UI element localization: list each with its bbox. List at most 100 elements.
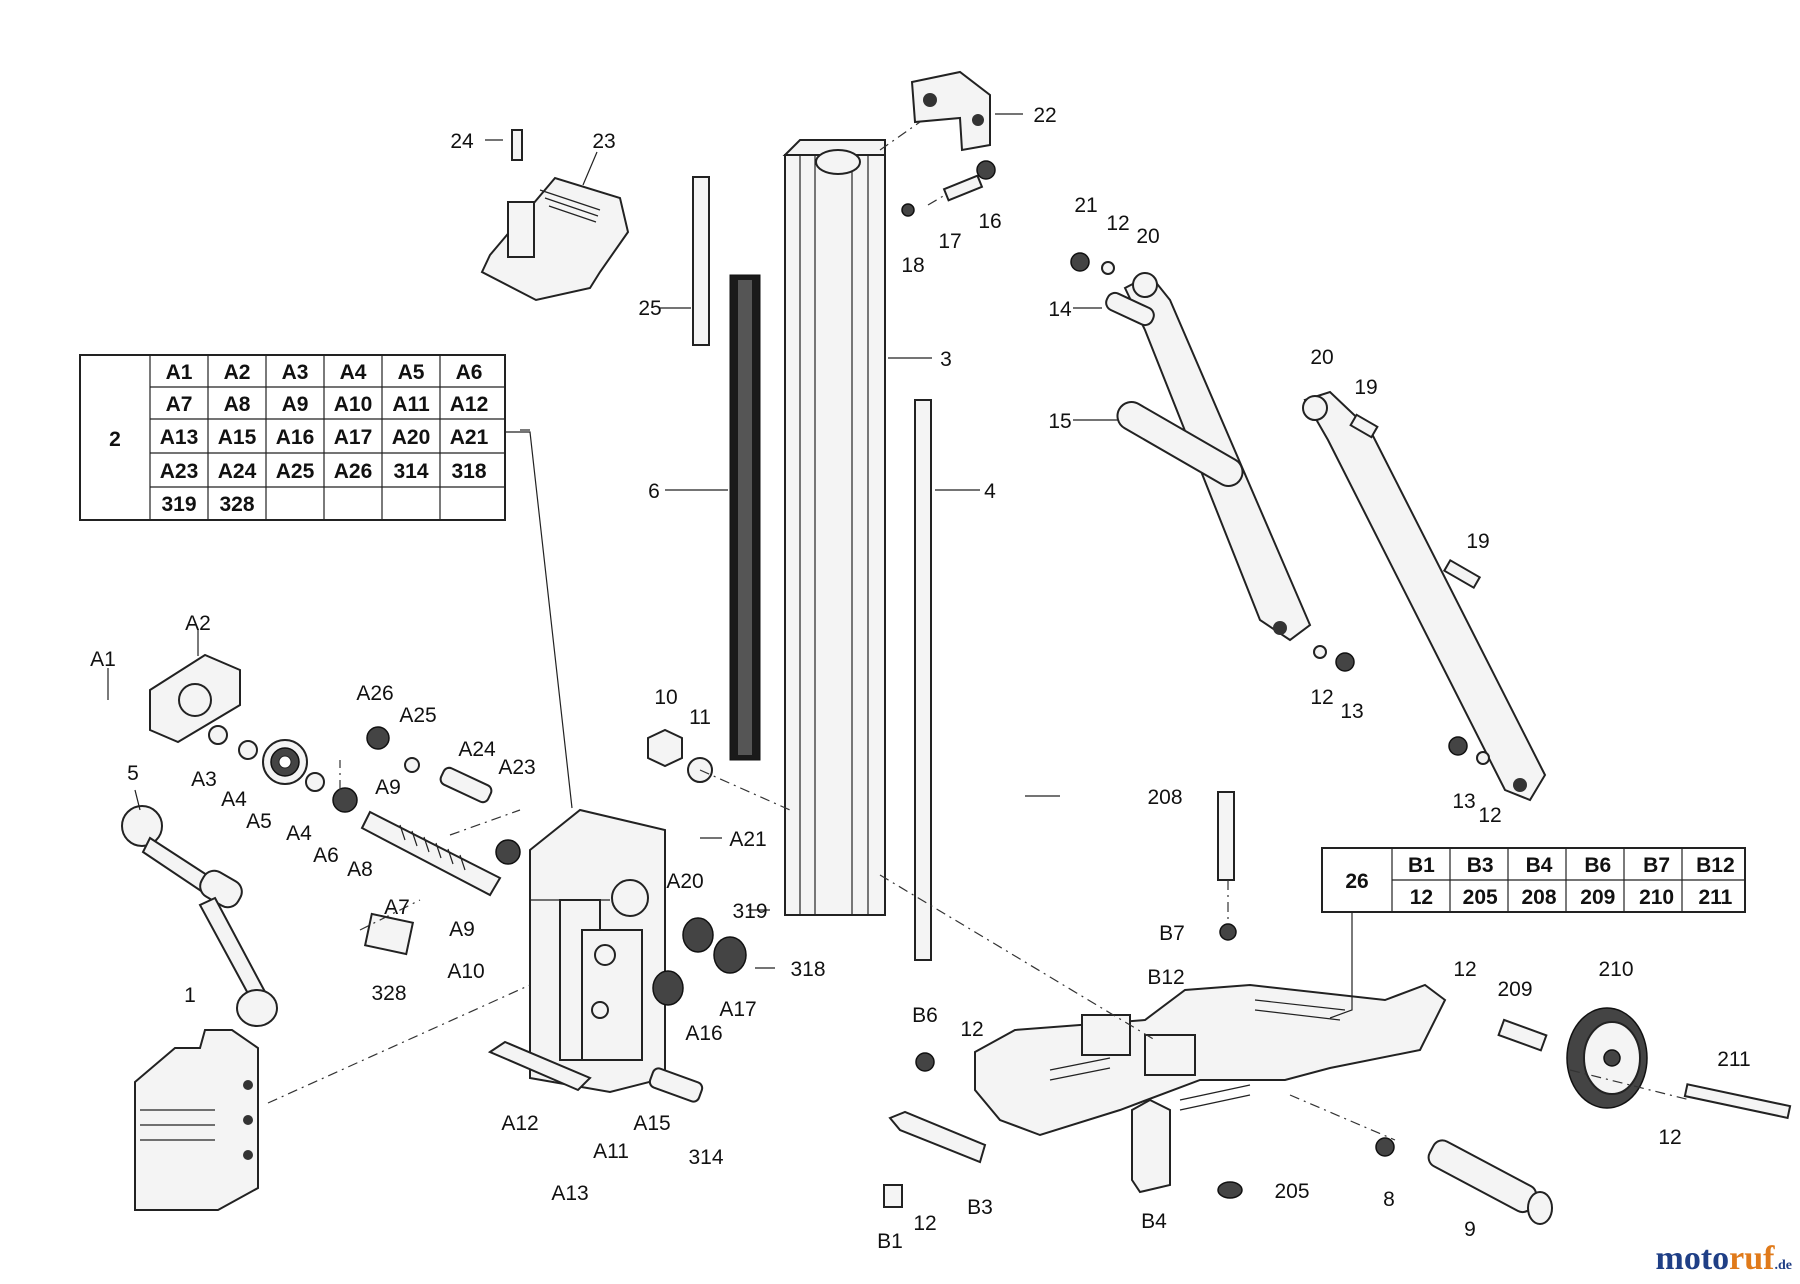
callout-B4: B4 xyxy=(1141,1210,1167,1233)
bolt-part-208 xyxy=(1217,791,1235,881)
callout-B1: B1 xyxy=(877,1230,903,1253)
table-b-cell: 211 xyxy=(1698,886,1732,909)
callout-13-a: 13 xyxy=(1340,700,1363,723)
callout-12-a: 12 xyxy=(1106,212,1129,235)
callout-210: 210 xyxy=(1598,958,1633,981)
fasteners-part-12-13 xyxy=(1070,252,1490,765)
parts-table-b: 26 xyxy=(1321,847,1746,913)
callout-3: 3 xyxy=(940,348,952,371)
bearings-part-A3-A4-A6-A23-A26 xyxy=(208,725,521,865)
callout-205: 205 xyxy=(1274,1180,1309,1203)
callout-10: 10 xyxy=(654,686,677,709)
nut-part-B7 xyxy=(1219,923,1237,941)
front-cover-part-A2 xyxy=(149,653,241,744)
callout-22: 22 xyxy=(1033,104,1056,127)
callout-A5: A5 xyxy=(246,810,272,833)
callout-319: 319 xyxy=(732,900,767,923)
handle-part-5 xyxy=(121,805,278,1027)
leader-lines xyxy=(107,113,1118,969)
callout-14: 14 xyxy=(1048,298,1072,321)
callout-21: 21 xyxy=(1074,194,1097,217)
table-a-cell: A12 xyxy=(450,393,489,416)
strip-part-25 xyxy=(692,176,710,346)
callout-A26: A26 xyxy=(356,682,393,705)
table-a-cell: A20 xyxy=(392,426,431,449)
table-a-cell: A4 xyxy=(340,361,367,384)
callout-6: 6 xyxy=(648,480,660,503)
brand-logo: motoruf.de xyxy=(1655,1240,1792,1277)
table-a-cell: A13 xyxy=(160,426,199,449)
table-b-cell: 205 xyxy=(1463,886,1498,909)
callout-19-b: 19 xyxy=(1466,530,1489,553)
table-a-cell: 328 xyxy=(219,493,254,516)
callout-328: 328 xyxy=(371,982,406,1005)
table-b-cell: B3 xyxy=(1467,854,1494,877)
column-part-3 xyxy=(782,139,886,916)
callout-A7: A7 xyxy=(384,896,410,919)
callout-20-a: 20 xyxy=(1136,225,1159,248)
table-a-cell: A15 xyxy=(218,426,257,449)
table-a-cell: 318 xyxy=(451,460,486,483)
table-a-cell: A24 xyxy=(218,460,257,483)
axle-part-211 xyxy=(1683,1083,1792,1120)
callout-A25: A25 xyxy=(399,704,436,727)
table-a-cell: A10 xyxy=(334,393,373,416)
cover-part-23 xyxy=(480,176,630,302)
callout-9: 9 xyxy=(1464,1218,1476,1241)
callout-A24: A24 xyxy=(458,738,496,761)
table-a-cell: A1 xyxy=(166,361,193,384)
callout-318: 318 xyxy=(790,958,825,981)
callout-A6: A6 xyxy=(313,844,339,867)
callout-24: 24 xyxy=(450,130,474,153)
washer-part-8 xyxy=(1375,1137,1395,1157)
callout-A9-a: A9 xyxy=(375,776,401,799)
callout-A15: A15 xyxy=(633,1112,670,1135)
table-a-cell: A5 xyxy=(398,361,425,384)
table-a-cell: 319 xyxy=(161,493,196,516)
table-b-cell: 12 xyxy=(1410,886,1433,909)
pin-part-9 xyxy=(1427,1139,1553,1225)
bracket-part-22 xyxy=(910,70,991,152)
table-a-cell: A21 xyxy=(450,426,489,449)
callout-B3: B3 xyxy=(967,1196,993,1219)
callout-12-d: 12 xyxy=(960,1018,983,1041)
callout-A3: A3 xyxy=(191,768,217,791)
callout-A4-a: A4 xyxy=(221,788,247,811)
parts-table-a: 2 xyxy=(79,354,506,521)
bushing-part-209 xyxy=(1497,1018,1548,1052)
callout-A10: A10 xyxy=(447,960,484,983)
strip-part-4 xyxy=(914,399,932,961)
table-b-cell: 210 xyxy=(1639,886,1674,909)
table-a-cell: A25 xyxy=(276,460,315,483)
rack-part-6 xyxy=(729,274,761,761)
plate-part-A12 xyxy=(487,1040,592,1092)
table-a-cell: A9 xyxy=(282,393,309,416)
nut-part-10 xyxy=(647,728,683,768)
callout-12-f: 12 xyxy=(1658,1126,1681,1149)
callout-11: 11 xyxy=(689,706,711,729)
bolt-part-B1 xyxy=(883,1184,903,1208)
callout-15: 15 xyxy=(1048,410,1071,433)
callout-A23: A23 xyxy=(498,756,535,779)
screw-part-16-17-18 xyxy=(901,160,996,217)
callout-A11: A11 xyxy=(593,1140,629,1163)
table-a-cell: A8 xyxy=(224,393,251,416)
table-b-cell: B1 xyxy=(1408,854,1435,877)
callout-A20: A20 xyxy=(666,870,703,893)
callout-A1: A1 xyxy=(90,648,116,671)
motor-mount-part-1 xyxy=(134,1029,259,1211)
shaft-part-A24 xyxy=(439,766,493,804)
callout-A16: A16 xyxy=(685,1022,722,1045)
callout-labels: 24 23 22 16 17 18 25 3 6 4 21 12 20 14 1… xyxy=(90,104,1751,1253)
handle-part-20-right xyxy=(1302,390,1547,802)
callout-A4-b: A4 xyxy=(286,822,312,845)
callout-B6: B6 xyxy=(912,1004,938,1027)
table-a-cell: A2 xyxy=(224,361,251,384)
callout-A12: A12 xyxy=(501,1112,538,1135)
lever-part-B3 xyxy=(888,1110,987,1164)
table-a-cell: A11 xyxy=(392,393,430,416)
knobs-part-318-319-A17 xyxy=(652,917,747,1006)
callout-B7: B7 xyxy=(1159,922,1185,945)
callout-208: 208 xyxy=(1147,786,1182,809)
